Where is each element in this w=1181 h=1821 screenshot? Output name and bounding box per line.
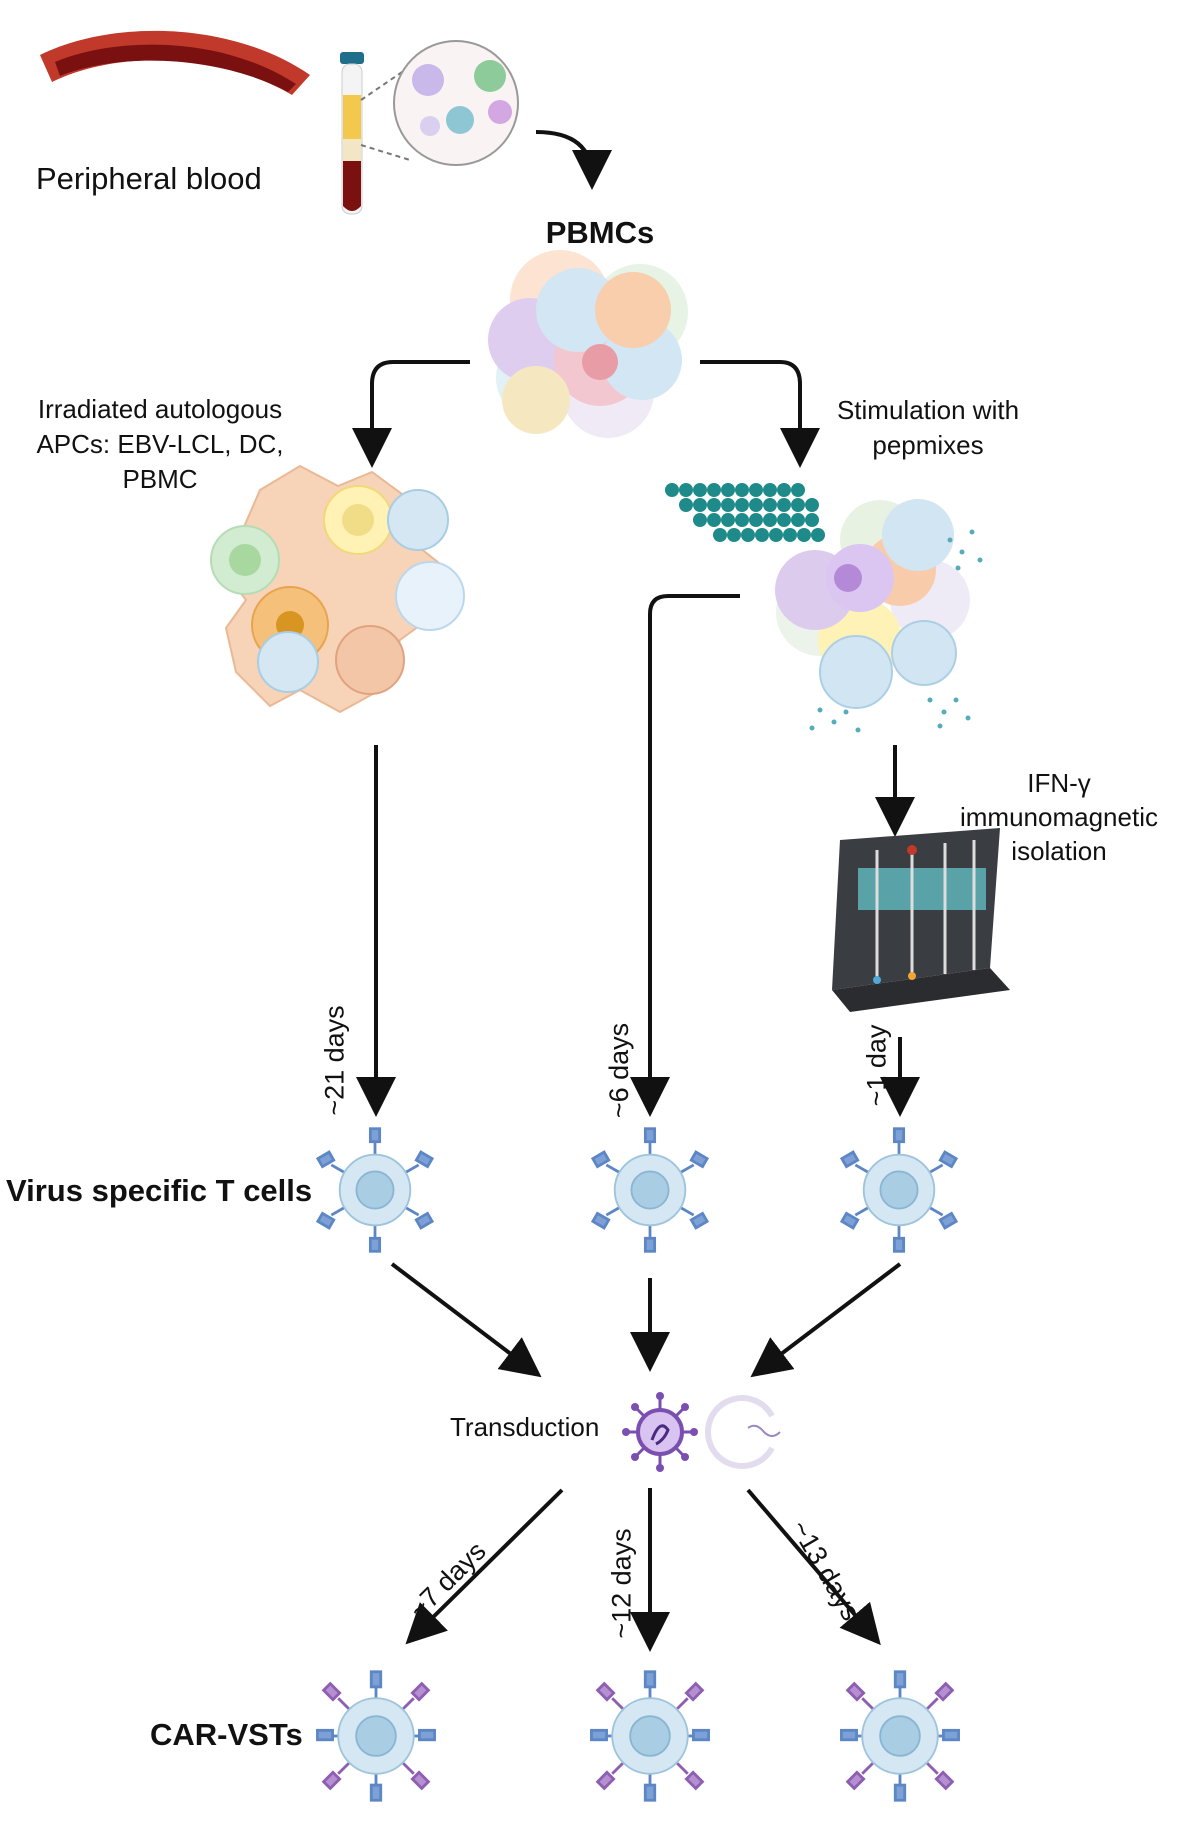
magnified-cells-icon	[393, 40, 519, 166]
magnetic-rack-icon	[832, 828, 1010, 1012]
car-vst-cell-middle	[590, 1670, 710, 1802]
pepmix-peptides-icon	[665, 483, 825, 542]
car-vst-label: CAR-VSTs	[150, 1717, 303, 1752]
stimulated-cells-cluster-icon	[775, 499, 983, 733]
arrow-middle-6-days	[630, 594, 740, 1117]
duration-12-days: ~12 days	[606, 1528, 637, 1639]
right-branch-label-line2: pepmixes	[872, 430, 984, 460]
duration-21-days: ~21 days	[319, 1005, 350, 1116]
duration-1-day: ~1 day	[861, 1024, 892, 1107]
peripheral-blood-label: Peripheral blood	[36, 161, 262, 196]
left-branch-label-line1: Irradiated autologous	[37, 394, 283, 424]
blood-tube-icon	[340, 52, 411, 215]
arrow-left-to-transduction	[390, 1262, 542, 1378]
pbmc-label: PBMCs	[545, 215, 655, 250]
car-vst-cell-left	[316, 1670, 436, 1802]
isolation-label-line1: IFN-γ	[1027, 768, 1091, 798]
vst-cell-left	[316, 1127, 434, 1253]
apc-cluster-icon	[210, 464, 465, 714]
duration-6-days: ~6 days	[604, 1022, 635, 1119]
arrow-to-left-branch	[352, 360, 470, 468]
pbmc-cluster-icon	[488, 250, 688, 438]
arrow-to-right-branch	[700, 360, 820, 468]
vst-cell-middle	[591, 1127, 709, 1253]
arrow-right-to-transduction	[750, 1262, 902, 1378]
right-branch-label-line1: Stimulation with	[836, 395, 1020, 425]
plasmid-icon	[705, 1395, 781, 1469]
left-branch-label-line3: PBMC	[122, 464, 198, 494]
arrow-blood-to-pbmc	[535, 130, 612, 190]
viral-vector-icon	[622, 1392, 698, 1472]
isolation-label-line3: isolation	[1011, 836, 1107, 866]
arrow-7-days	[405, 1488, 564, 1645]
vst-cell-right	[840, 1127, 958, 1253]
transduction-label: Transduction	[450, 1412, 600, 1442]
car-vst-cell-right	[840, 1670, 960, 1802]
isolation-label-line2: immunomagnetic	[960, 802, 1158, 832]
blood-vessel-icon	[40, 30, 310, 95]
left-branch-label-line2: APCs: EBV-LCL, DC,	[36, 429, 284, 459]
arrow-13-days	[746, 1488, 881, 1646]
vst-label: Virus specific T cells	[6, 1173, 313, 1208]
